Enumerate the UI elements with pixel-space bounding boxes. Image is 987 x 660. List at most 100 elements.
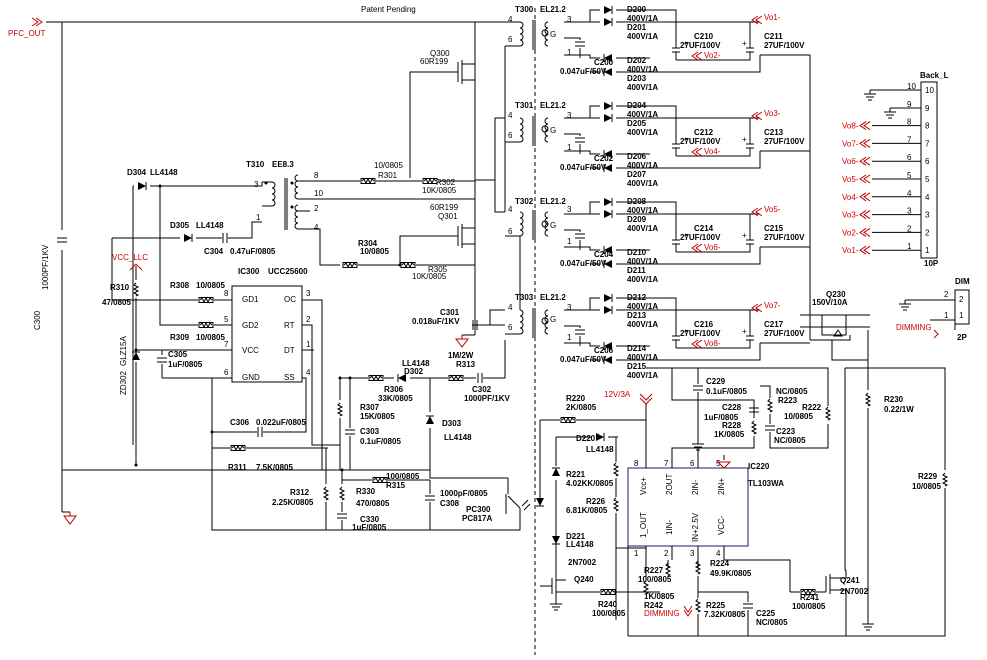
svg-text:2K/0805: 2K/0805 (566, 403, 597, 412)
svg-text:C214: C214 (694, 224, 714, 233)
r302 (422, 178, 438, 184)
svg-text:R242: R242 (644, 601, 664, 610)
svg-text:4: 4 (508, 111, 513, 120)
svg-text:10K/0805: 10K/0805 (412, 272, 447, 281)
svg-text:2: 2 (314, 204, 319, 213)
svg-text:400V/1A: 400V/1A (627, 302, 658, 311)
svg-text:R302: R302 (436, 178, 456, 187)
svg-text:D208: D208 (627, 197, 647, 206)
svg-text:Vo4-: Vo4- (704, 147, 721, 156)
svg-text:D215: D215 (627, 362, 647, 371)
connector-arrow (859, 227, 871, 237)
svg-text:47/0805: 47/0805 (102, 298, 131, 307)
svg-text:2: 2 (959, 295, 964, 304)
svg-text:PFC_OUT: PFC_OUT (8, 29, 45, 38)
svg-text:27UF/100V: 27UF/100V (680, 137, 721, 146)
svg-text:GLZ15A: GLZ15A (119, 336, 128, 366)
svg-text:150V/10A: 150V/10A (812, 298, 848, 307)
connector-net-label: Vo4- (842, 193, 859, 202)
c330 (336, 513, 348, 519)
vcc-llc-net: VCC_LLC R310 47/0805 GLZ15A ZD302 (102, 253, 148, 467)
svg-text:R304: R304 (358, 239, 378, 248)
back-l-connector: Back_L 10P (863, 71, 949, 268)
svg-text:GD1: GD1 (242, 295, 259, 304)
svg-text:R315: R315 (386, 481, 406, 490)
svg-text:DIMMING: DIMMING (896, 323, 932, 332)
svg-text:3: 3 (306, 289, 311, 298)
svg-text:400V/1A: 400V/1A (627, 179, 658, 188)
svg-text:C223: C223 (776, 427, 796, 436)
connector-arrow (859, 174, 871, 184)
svg-text:C306: C306 (230, 418, 250, 427)
svg-text:0.047uF/50V: 0.047uF/50V (560, 163, 607, 172)
svg-text:3: 3 (567, 205, 572, 214)
svg-text:1000pF/0805: 1000pF/0805 (440, 489, 488, 498)
r312 (323, 486, 329, 501)
svg-text:LL4148: LL4148 (402, 359, 430, 368)
svg-text:C215: C215 (764, 224, 784, 233)
svg-text:0.018uF/1KV: 0.018uF/1KV (412, 317, 460, 326)
t302: T302 EL21.2 4 6 3 1 G (505, 197, 572, 310)
svg-text:10/0805: 10/0805 (196, 333, 225, 342)
svg-text:LL4148: LL4148 (150, 168, 178, 177)
t301: T301 EL21.2 4 6 3 1 G (505, 101, 572, 152)
svg-text:400V/1A: 400V/1A (627, 161, 658, 170)
svg-text:10/0805: 10/0805 (912, 482, 941, 491)
svg-text:4: 4 (716, 549, 721, 558)
svg-text:12V/3A: 12V/3A (604, 390, 631, 399)
dim-connector: DIM 2P 2 1 2 1 DIMMING (896, 277, 970, 342)
svg-text:100/0805: 100/0805 (792, 602, 826, 611)
r308 (198, 297, 214, 303)
svg-text:4.02KK/0805: 4.02KK/0805 (566, 479, 614, 488)
c223 (764, 425, 776, 431)
connector-pin-number: 3 (907, 207, 912, 216)
svg-text:TL103WA: TL103WA (748, 479, 784, 488)
svg-text:3: 3 (690, 549, 695, 558)
connector-pin-number: 9 (907, 100, 912, 109)
svg-text:RT: RT (284, 321, 295, 330)
svg-text:R310: R310 (110, 283, 130, 292)
svg-text:IC220: IC220 (748, 462, 770, 471)
connector-net-label: Vo3- (842, 211, 859, 220)
svg-text:D207: D207 (627, 170, 647, 179)
svg-text:C300: C300 (33, 310, 42, 330)
r229 (942, 472, 948, 487)
svg-text:Vo2-: Vo2- (704, 51, 721, 60)
pfc-out-net: PFC_OUT (8, 17, 492, 80)
r330 (339, 486, 345, 501)
svg-text:Vo5-: Vo5- (764, 205, 781, 214)
connector-pin-index: 9 (925, 104, 930, 113)
svg-text:C202: C202 (594, 154, 614, 163)
svg-text:R240: R240 (598, 600, 618, 609)
svg-text:60R199: 60R199 (420, 57, 449, 66)
svg-text:+: + (683, 39, 688, 48)
svg-text:EE8.3: EE8.3 (272, 160, 294, 169)
svg-text:LL4148: LL4148 (444, 433, 472, 442)
ic300: IC300 UCC25600 GD1 GD2 VCC GND OC RT DT … (224, 267, 311, 383)
svg-text:D304: D304 (127, 168, 147, 177)
svg-text:D205: D205 (627, 119, 647, 128)
svg-text:Q300: Q300 (430, 49, 450, 58)
svg-text:G: G (550, 126, 556, 135)
svg-text:400V/1A: 400V/1A (627, 206, 658, 215)
svg-text:R241: R241 (800, 593, 820, 602)
r306 (368, 375, 384, 381)
svg-text:C217: C217 (764, 320, 784, 329)
svg-text:Vo7-: Vo7- (764, 301, 781, 310)
svg-text:4: 4 (306, 368, 311, 377)
svg-text:27UF/100V: 27UF/100V (680, 233, 721, 242)
r240 (600, 589, 616, 595)
svg-text:2N7002: 2N7002 (840, 587, 869, 596)
svg-text:Vo6-: Vo6- (704, 243, 721, 252)
svg-text:R228: R228 (722, 421, 742, 430)
svg-text:0.022uF/0805: 0.022uF/0805 (256, 418, 306, 427)
svg-text:R307: R307 (360, 403, 380, 412)
svg-text:DIM: DIM (955, 277, 970, 286)
svg-text:R311: R311 (228, 463, 247, 472)
svg-text:Vo3-: Vo3- (764, 109, 781, 118)
svg-text:OC: OC (284, 295, 296, 304)
svg-text:EL21.2: EL21.2 (540, 197, 566, 206)
svg-text:R313: R313 (456, 360, 476, 369)
svg-text:C302: C302 (472, 385, 492, 394)
svg-text:EL21.2: EL21.2 (540, 101, 566, 110)
